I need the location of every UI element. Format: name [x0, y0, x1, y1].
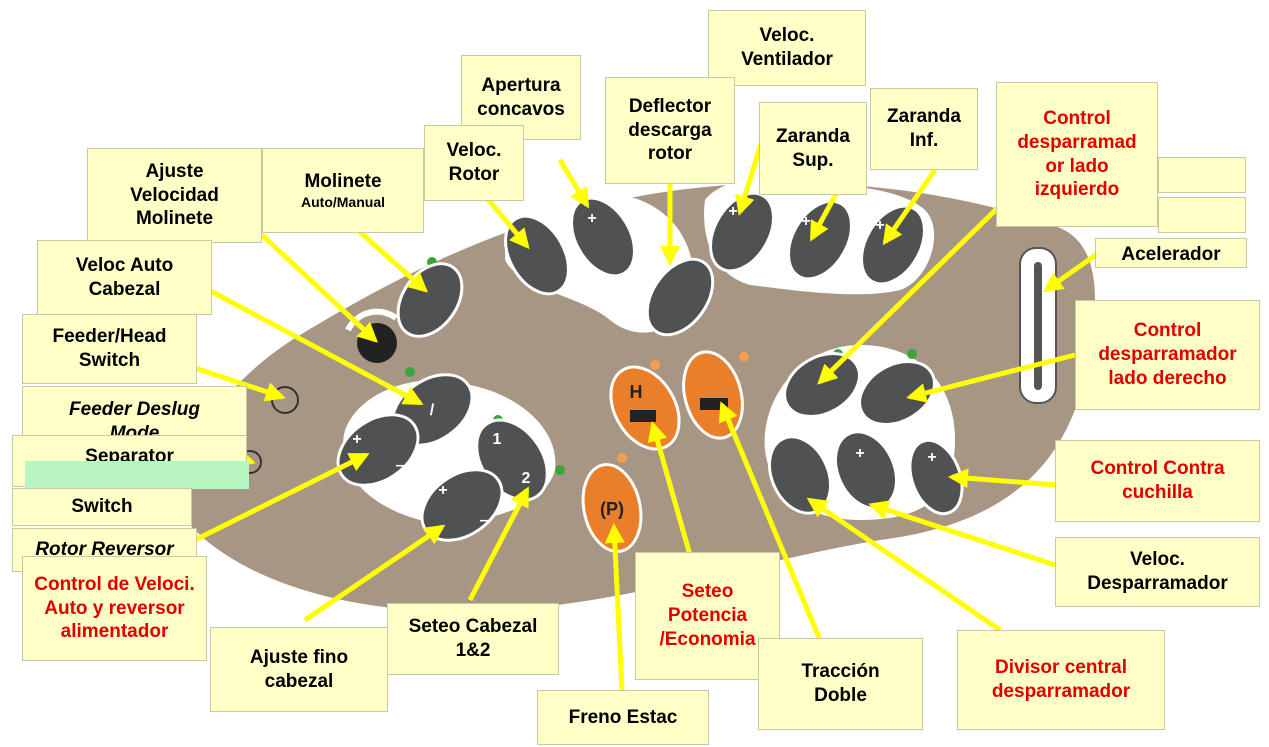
orange-leds — [617, 352, 749, 463]
tractor-icon — [630, 410, 656, 422]
molinete-title: Molinete — [304, 170, 382, 192]
one-glyph: 1 — [493, 431, 502, 448]
led-potencia — [650, 360, 660, 370]
led-seteo-2 — [555, 465, 565, 475]
label-molinete: Molinete Auto/Manual — [262, 148, 424, 233]
label-control-veloci: Control de Veloci. Auto y reversor alime… — [22, 556, 207, 661]
label-ajuste-velocidad: Ajuste Velocidad Molinete — [87, 148, 262, 243]
label-control-der: Control desparramador lado derecho — [1075, 300, 1260, 410]
molinete-subtitle: Auto/Manual — [301, 193, 385, 210]
minus-glyph: – — [480, 512, 489, 529]
plus-glyph: + — [927, 449, 936, 466]
label-freno: Freno Estac — [537, 690, 709, 745]
label-control-contra: Control Contra cuchilla — [1055, 440, 1260, 522]
plus-glyph: + — [855, 445, 864, 462]
led-cabezal — [405, 367, 415, 377]
plus-glyph: + — [352, 431, 361, 448]
two-glyph: 2 — [522, 470, 531, 487]
throttle-track — [1034, 262, 1042, 390]
led-freno — [617, 453, 627, 463]
plus-glyph: + — [801, 213, 810, 230]
led-traccion — [739, 352, 749, 362]
label-acelerador: Acelerador — [1095, 238, 1247, 268]
label-switch: Switch — [12, 488, 192, 526]
reel-speed-dial[interactable] — [357, 323, 397, 363]
label-control-izq: Control desparramad or lado izquierdo — [996, 82, 1158, 227]
plus-glyph: + — [728, 203, 737, 220]
label-veloc-auto-cabezal: Veloc Auto Cabezal — [37, 240, 212, 315]
label-feeder-head: Feeder/Head Switch — [22, 314, 197, 384]
green-patch — [25, 461, 249, 489]
led-right-2 — [907, 349, 917, 359]
label-blank-2 — [1158, 197, 1246, 233]
plus-glyph: + — [875, 217, 884, 234]
plus-glyph: + — [438, 482, 447, 499]
label-traccion: Tracción Doble — [758, 638, 923, 730]
slash-glyph: / — [430, 402, 435, 419]
label-zaranda-inf: Zaranda Inf. — [870, 88, 978, 170]
label-seteo-potencia: Seteo Potencia /Economia — [635, 552, 780, 680]
label-ajuste-fino: Ajuste fino cabezal — [210, 627, 388, 712]
label-zaranda-sup: Zaranda Sup. — [759, 102, 867, 195]
traccion-icon — [700, 398, 728, 410]
label-seteo-cabezal: Seteo Cabezal 1&2 — [387, 603, 559, 675]
minus-glyph: – — [396, 457, 405, 474]
p-glyph: (P) — [600, 499, 624, 519]
deflector-button — [645, 257, 715, 337]
label-veloc-ventilador: Veloc. Ventilador — [708, 10, 866, 86]
label-deflector: Deflector descarga rotor — [605, 77, 735, 184]
h-glyph: H — [630, 382, 643, 402]
label-divisor: Divisor central desparramador — [957, 630, 1165, 730]
plus-glyph: + — [587, 210, 596, 227]
label-blank-1 — [1158, 157, 1246, 193]
label-veloc-desparramador: Veloc. Desparramador — [1055, 537, 1260, 607]
label-veloc-rotor: Veloc. Rotor — [424, 125, 524, 201]
